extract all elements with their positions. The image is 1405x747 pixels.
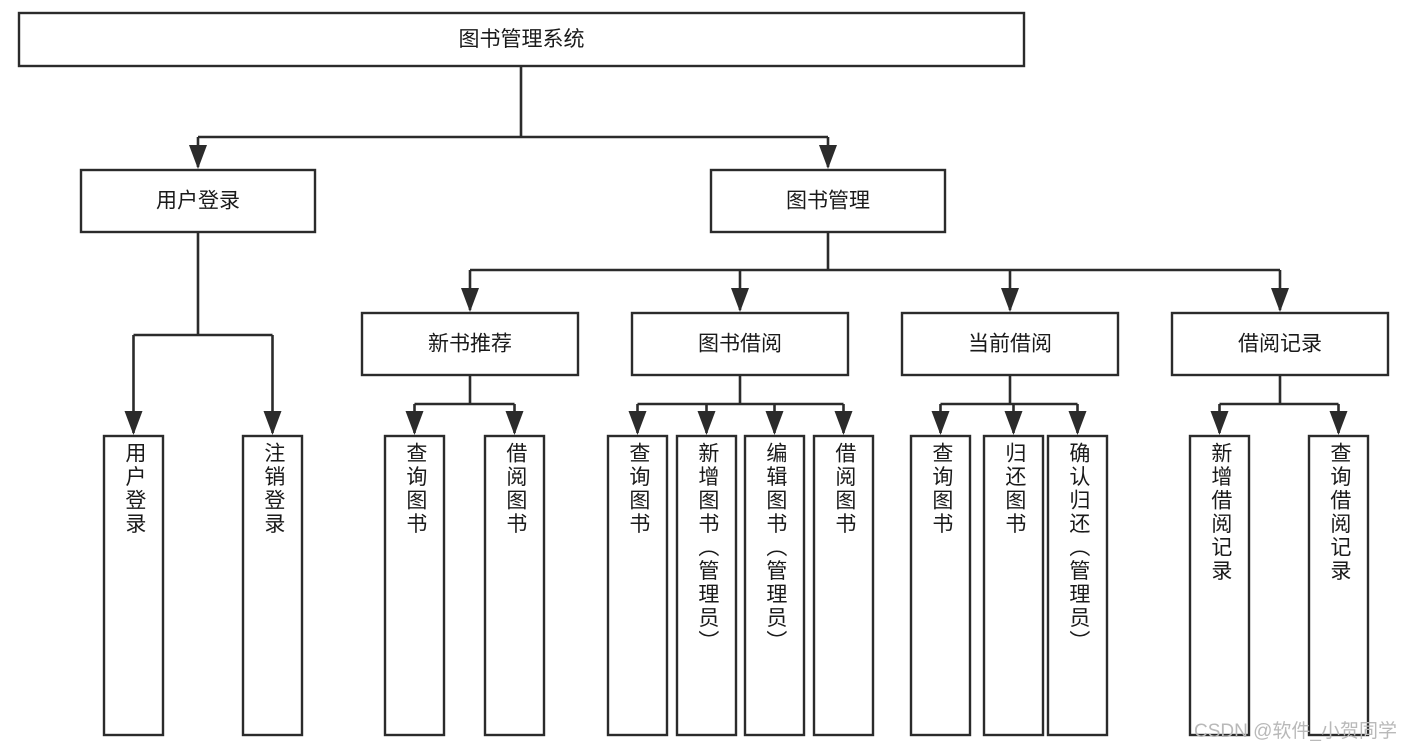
node-level3-label-1: 图书借阅	[698, 333, 782, 356]
node-leaf-7[interactable]	[812, 434, 875, 737]
node-level2-1[interactable]	[709, 168, 947, 234]
node-leaf-3[interactable]	[483, 434, 546, 737]
node-root-图书管理系统[interactable]	[17, 11, 1026, 68]
arrow-head-icon-l3-3-0	[1210, 411, 1229, 435]
arrow-head-icon-l3-2-2	[1068, 411, 1087, 435]
arrow-head-icon-user-0	[124, 411, 143, 435]
node-level2-label-1: 图书管理	[786, 190, 870, 213]
arrow-head-icon-l3-1-0	[628, 411, 647, 435]
arrow-head-icon-book-3	[1271, 288, 1289, 312]
node-root-label: 图书管理系统	[459, 28, 585, 51]
node-leaf-0[interactable]	[102, 434, 165, 737]
arrow-head-icon-l3-1-1	[697, 411, 716, 435]
arrow-head-icon-l3-2-0	[931, 411, 950, 435]
csdn-watermark: CSDN @软件_小贺同学	[1194, 721, 1397, 742]
arrow-head-icon-root-0	[189, 145, 207, 169]
connector-layer	[124, 66, 1348, 435]
node-box-layer	[17, 11, 1390, 737]
arrow-head-icon-user-1	[263, 411, 282, 435]
node-level2-0[interactable]	[79, 168, 317, 234]
arrow-head-icon-book-2	[1001, 288, 1019, 312]
node-leaf-5[interactable]	[675, 434, 738, 737]
arrow-head-icon-l3-2-1	[1004, 411, 1023, 435]
arrow-head-icon-l3-0-1	[505, 411, 524, 435]
arrow-head-icon-l3-3-1	[1329, 411, 1348, 435]
node-leaf-8[interactable]	[909, 434, 972, 737]
arrow-head-icon-book-1	[731, 288, 749, 312]
node-leaf-4[interactable]	[606, 434, 669, 737]
node-leaf-10[interactable]	[1046, 434, 1109, 737]
node-level3-label-2: 当前借阅	[968, 333, 1052, 356]
node-level3-2[interactable]	[900, 311, 1120, 377]
node-leaf-6[interactable]	[743, 434, 806, 737]
node-leaf-1[interactable]	[241, 434, 304, 737]
node-level3-0[interactable]	[360, 311, 580, 377]
arrow-head-icon-l3-0-0	[405, 411, 424, 435]
node-level3-label-0: 新书推荐	[428, 333, 512, 356]
node-level3-3[interactable]	[1170, 311, 1390, 377]
node-level3-label-3: 借阅记录	[1238, 333, 1322, 356]
node-level3-1[interactable]	[630, 311, 850, 377]
arrow-head-icon-book-0	[461, 288, 479, 312]
arrow-head-icon-root-1	[819, 145, 837, 169]
node-leaf-2[interactable]	[383, 434, 446, 737]
node-leaf-12[interactable]	[1307, 434, 1370, 737]
node-leaf-9[interactable]	[982, 434, 1045, 737]
arrow-head-icon-l3-1-2	[765, 411, 784, 435]
node-leaf-11[interactable]	[1188, 434, 1251, 737]
arrow-head-icon-l3-1-3	[834, 411, 853, 435]
node-level2-label-0: 用户登录	[156, 190, 240, 213]
